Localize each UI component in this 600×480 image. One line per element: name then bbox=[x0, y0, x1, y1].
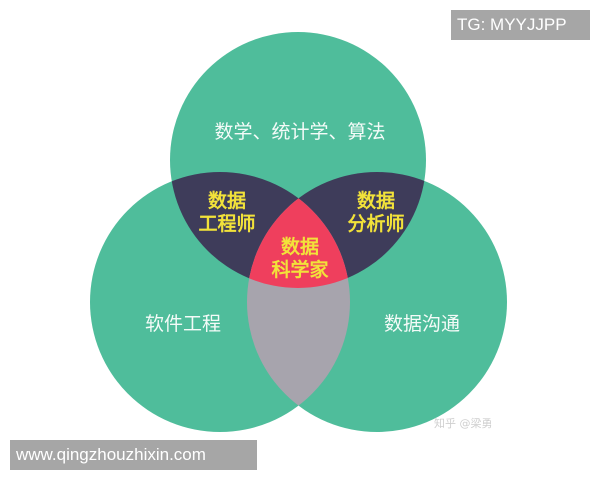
zhihu-watermark: 知乎 @梁勇 bbox=[434, 417, 493, 430]
label-data-engineer-line1: 数据 bbox=[207, 190, 246, 212]
label-software-engineering: 软件工程 bbox=[144, 313, 221, 335]
url-watermark: www.qingzhouzhixin.com bbox=[10, 440, 257, 470]
region-data-scientist bbox=[247, 172, 350, 288]
label-data-communication: 数据沟通 bbox=[383, 313, 460, 335]
label-data-engineer: 数据 工程师 bbox=[187, 190, 267, 236]
label-data-scientist: 数据 科学家 bbox=[260, 236, 340, 282]
label-data-scientist-line1: 数据 bbox=[280, 236, 319, 258]
label-math-statistics-algorithms: 数学、统计学、算法 bbox=[214, 121, 386, 143]
label-data-engineer-line2: 工程师 bbox=[198, 213, 256, 236]
label-data-analyst-line1: 数据 bbox=[356, 190, 395, 212]
label-data-analyst: 数据 分析师 bbox=[336, 190, 416, 236]
tg-watermark: TG: MYYJJPP bbox=[451, 10, 590, 40]
label-data-analyst-line2: 分析师 bbox=[347, 213, 405, 236]
label-data-scientist-line2: 科学家 bbox=[271, 259, 329, 282]
